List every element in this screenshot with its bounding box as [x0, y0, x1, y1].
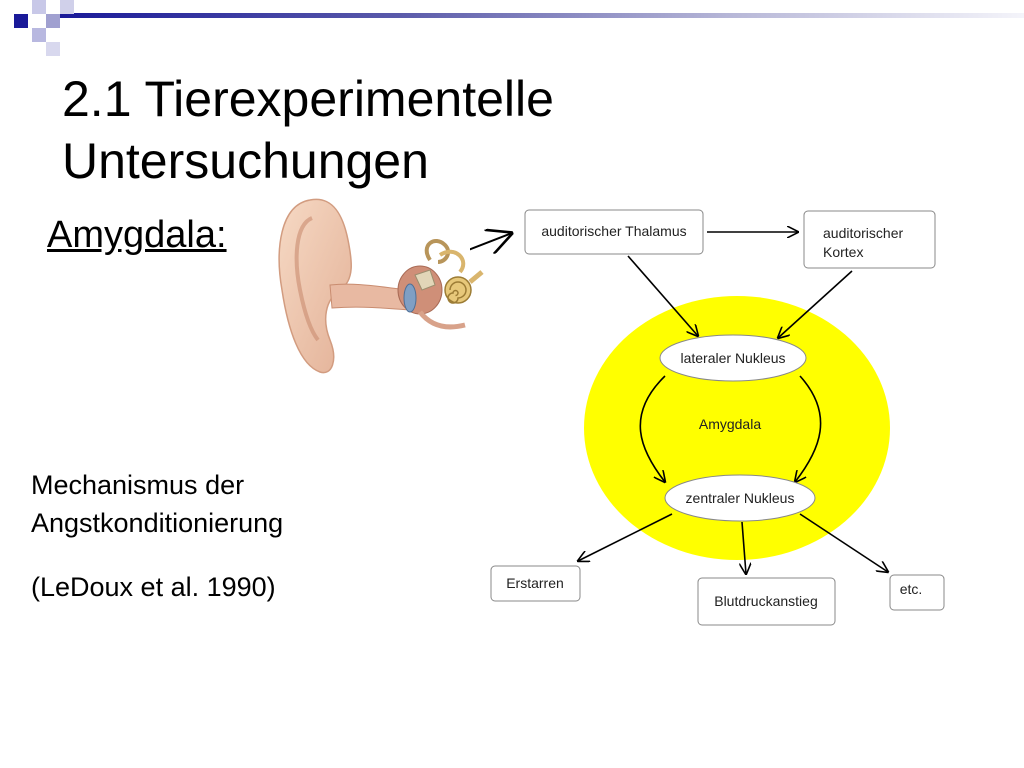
central-label: zentraler Nukleus [686, 490, 795, 506]
caption-line-2: Angstkonditionierung [31, 508, 284, 538]
arrow-ear-to-thalamus [470, 233, 512, 254]
node-blood-pressure: Blutdruckanstieg [697, 577, 836, 626]
caption: Mechanismus der Angstkonditionierung [31, 466, 391, 542]
ear-illustration [278, 198, 484, 374]
section-heading: Amygdala: [47, 214, 227, 256]
citation: (LeDoux et al. 1990) [31, 572, 276, 602]
lateral-label: lateraler Nukleus [680, 350, 785, 366]
freeze-label: Erstarren [506, 575, 564, 591]
thalamus-label: auditorischer Thalamus [541, 223, 686, 239]
cortex-label-2: Kortex [823, 244, 863, 260]
title-line-2: Untersuchungen [62, 133, 429, 189]
arrow-cortex-to-lateral [778, 270, 853, 338]
title-line-1: 2.1 Tierexperimentelle [62, 71, 554, 127]
node-auditory-cortex: auditorischer Kortex [803, 210, 936, 269]
node-central-nucleus: zentraler Nukleus [664, 474, 816, 522]
arrow-central-to-etc [799, 513, 888, 572]
caption-line-1: Mechanismus der [31, 470, 245, 500]
fear-conditioning-diagram: auditorischer Thalamus auditorischer Kor… [470, 209, 945, 626]
etc-label: etc. [900, 581, 923, 597]
arrow-central-to-bp [742, 521, 746, 574]
node-auditory-thalamus: auditorischer Thalamus [524, 209, 704, 255]
header-decoration [14, 0, 1024, 56]
arrow-lateral-to-central-left [639, 375, 665, 482]
arrow-thalamus-to-lateral [627, 255, 698, 336]
node-lateral-nucleus: lateraler Nukleus [659, 334, 807, 382]
slide-title: 2.1 Tierexperimentelle Untersuchungen [62, 68, 762, 192]
node-freezing: Erstarren [490, 565, 581, 602]
bp-label: Blutdruckanstieg [714, 593, 818, 609]
arrow-lateral-to-central-right [795, 375, 822, 482]
node-etc: etc. [889, 574, 945, 611]
cortex-label-1: auditorischer [823, 225, 903, 241]
arrow-central-to-freeze [578, 513, 673, 561]
amygdala-label: Amygdala [699, 416, 761, 432]
